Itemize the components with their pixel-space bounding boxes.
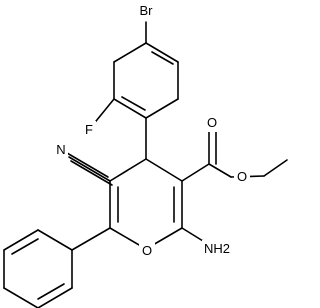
- bond: [70, 160, 113, 186]
- atom-ester-o-label: O: [237, 169, 247, 184]
- bond: [3, 229, 39, 251]
- bond: [11, 238, 39, 255]
- bond: [37, 283, 65, 300]
- bond: [181, 227, 204, 242]
- atom-carbonyl-o-label: O: [207, 115, 217, 130]
- bond: [66, 152, 109, 178]
- bond-lines: [3, 21, 288, 308]
- atom-nitrile-n-label: N: [56, 142, 65, 157]
- bond: [121, 96, 146, 111]
- atom-labels: Br F N O O O NH2: [54, 2, 250, 260]
- bond: [263, 159, 288, 177]
- bond: [151, 51, 174, 65]
- atom-amino-label: NH2: [204, 241, 230, 256]
- bond: [37, 229, 73, 251]
- bond: [113, 42, 147, 63]
- bond: [37, 287, 73, 308]
- bond: [68, 156, 111, 182]
- bond: [208, 163, 232, 178]
- bond: [181, 163, 210, 182]
- bond: [113, 98, 147, 119]
- bond: [145, 98, 179, 119]
- bond: [109, 158, 147, 182]
- atom-f-label: F: [85, 122, 93, 137]
- bond: [145, 158, 183, 182]
- bond: [3, 287, 39, 308]
- bond: [145, 42, 179, 63]
- atom-br-label: Br: [140, 3, 154, 18]
- bond: [71, 227, 111, 251]
- atom-ring-o-label: O: [142, 243, 152, 258]
